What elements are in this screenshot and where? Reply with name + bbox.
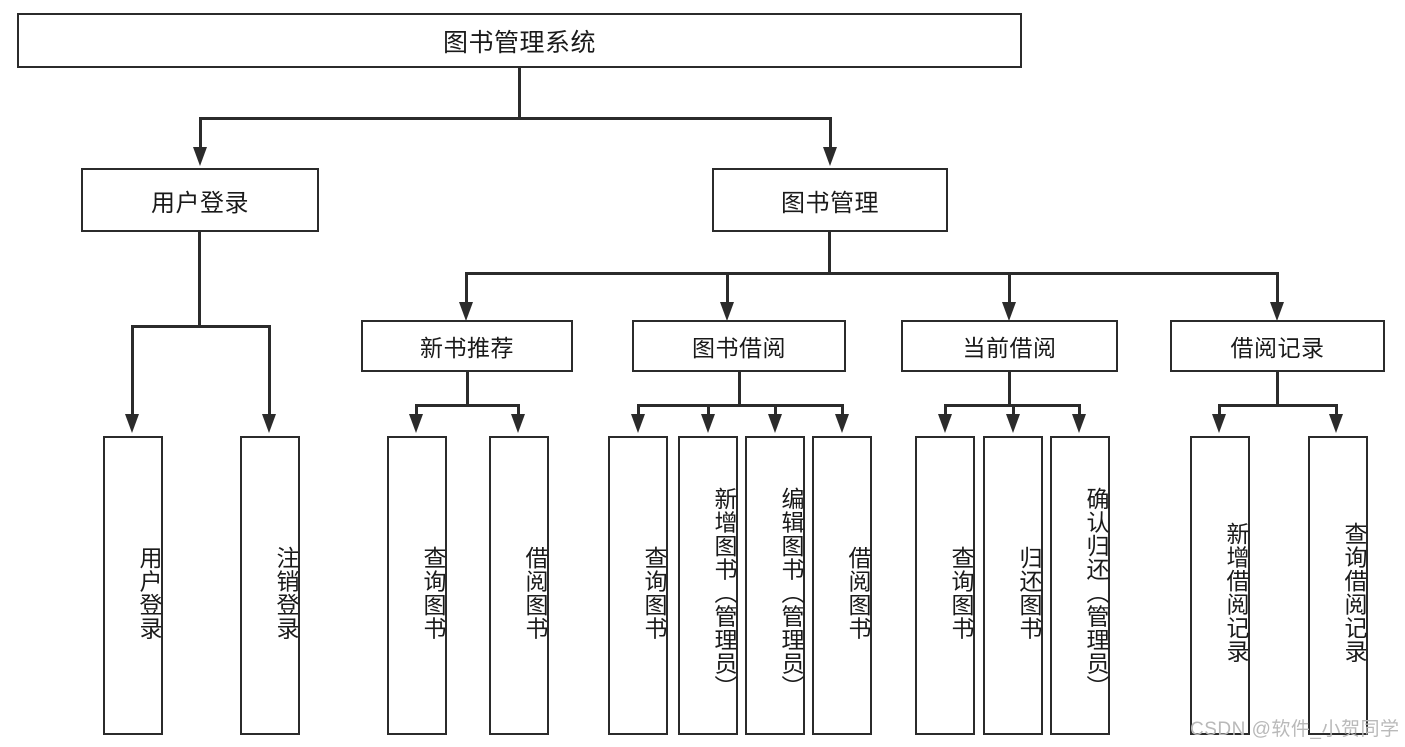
arrow-leaf-user-login: [125, 414, 139, 433]
edge-root-bus: [199, 117, 832, 120]
leaf-borrow-book-recommend[interactable]: 借阅图书: [489, 436, 549, 735]
edge-drop-bb-query: [637, 404, 640, 417]
node-label: 用户登录: [151, 189, 249, 217]
edge-drop-br-query: [1335, 404, 1338, 417]
arrow-leaf-logout: [262, 414, 276, 433]
edge-book-management-bus: [465, 272, 1279, 275]
node-new-book-recommend[interactable]: 新书推荐: [361, 320, 573, 372]
edge-new-book-stem: [466, 372, 469, 406]
arrow-bb-query: [631, 414, 645, 433]
node-label: 借阅图书: [845, 545, 871, 640]
edge-current-borrow-stem: [1008, 372, 1011, 406]
node-label: 查询图书: [420, 545, 446, 640]
leaf-return-book[interactable]: 归还图书: [983, 436, 1043, 735]
edge-drop-nb-query: [415, 404, 418, 417]
edge-drop-nb-borrow: [517, 404, 520, 417]
node-label: 当前借阅: [962, 335, 1057, 361]
arrow-cb-confirm: [1072, 414, 1086, 433]
leaf-user-login[interactable]: 用户登录: [103, 436, 163, 735]
edge-user-login-stem: [198, 232, 201, 327]
arrow-nb-query: [409, 414, 423, 433]
node-current-borrow[interactable]: 当前借阅: [901, 320, 1118, 372]
arrow-cb-return: [1006, 414, 1020, 433]
node-label: 借阅记录: [1230, 335, 1325, 361]
leaf-query-book-recommend[interactable]: 查询图书: [387, 436, 447, 735]
node-label: 图书借阅: [692, 335, 786, 361]
node-user-login[interactable]: 用户登录: [81, 168, 319, 232]
leaf-query-borrow-record[interactable]: 查询借阅记录: [1308, 436, 1368, 735]
leaf-edit-book-admin[interactable]: 编辑图书（管理员）: [745, 436, 805, 735]
edge-book-management-stem: [828, 232, 831, 274]
node-label: 编辑图书（管理员）: [778, 486, 804, 699]
edge-drop-bb-edit: [774, 404, 777, 417]
arrow-br-query: [1329, 414, 1343, 433]
edge-drop-bb-borrow: [841, 404, 844, 417]
leaf-query-book-current[interactable]: 查询图书: [915, 436, 975, 735]
node-label: 图书管理系统: [442, 28, 596, 57]
node-label: 归还图书: [1016, 545, 1042, 640]
edge-drop-book-borrow: [726, 272, 729, 304]
arrow-bb-edit: [768, 414, 782, 433]
node-label: 查询图书: [641, 545, 667, 640]
node-label: 新书推荐: [420, 335, 514, 361]
node-borrow-records[interactable]: 借阅记录: [1170, 320, 1385, 372]
node-root-book-management-system[interactable]: 图书管理系统: [17, 13, 1022, 68]
edge-drop-new-book: [465, 272, 468, 304]
edge-drop-br-add: [1218, 404, 1221, 417]
edge-drop-leaf-user-login: [131, 325, 134, 417]
edge-drop-current-borrow: [1008, 272, 1011, 304]
leaf-borrow-book[interactable]: 借阅图书: [812, 436, 872, 735]
edge-drop-leaf-logout: [268, 325, 271, 417]
edge-drop-cb-return: [1012, 404, 1015, 417]
node-label: 图书管理: [781, 189, 879, 217]
edge-drop-cb-confirm: [1078, 404, 1081, 417]
leaf-logout[interactable]: 注销登录: [240, 436, 300, 735]
node-book-management[interactable]: 图书管理: [712, 168, 948, 232]
arrow-current-borrow: [1002, 302, 1016, 321]
edge-drop-bb-add: [707, 404, 710, 417]
arrow-cb-query: [938, 414, 952, 433]
arrow-user-login: [193, 147, 207, 166]
node-label: 借阅图书: [522, 545, 548, 640]
arrow-book-management: [823, 147, 837, 166]
edge-book-borrow-bus: [637, 404, 843, 407]
leaf-add-book-admin[interactable]: 新增图书（管理员）: [678, 436, 738, 735]
arrow-bb-borrow: [835, 414, 849, 433]
arrow-book-borrow: [720, 302, 734, 321]
arrow-borrow-records: [1270, 302, 1284, 321]
node-label: 确认归还（管理员）: [1083, 486, 1109, 699]
leaf-add-borrow-record[interactable]: 新增借阅记录: [1190, 436, 1250, 735]
edge-root-stem: [518, 68, 521, 117]
edge-book-borrow-stem: [738, 372, 741, 406]
edge-drop-cb-query: [944, 404, 947, 417]
edge-drop-book-management: [829, 117, 832, 149]
arrow-bb-add: [701, 414, 715, 433]
node-label: 新增借阅记录: [1223, 522, 1249, 663]
arrow-br-add: [1212, 414, 1226, 433]
node-book-borrow[interactable]: 图书借阅: [632, 320, 846, 372]
edge-user-login-bus: [131, 325, 270, 328]
node-label: 用户登录: [136, 545, 162, 640]
edge-new-book-bus: [415, 404, 520, 407]
leaf-confirm-return-admin[interactable]: 确认归还（管理员）: [1050, 436, 1110, 735]
arrow-new-book: [459, 302, 473, 321]
node-label: 查询图书: [948, 545, 974, 640]
edge-borrow-records-stem: [1276, 372, 1279, 406]
arrow-nb-borrow: [511, 414, 525, 433]
edge-borrow-records-bus: [1218, 404, 1338, 407]
node-label: 新增图书（管理员）: [711, 486, 737, 699]
edge-drop-borrow-records: [1276, 272, 1279, 304]
node-label: 查询借阅记录: [1341, 522, 1367, 663]
leaf-query-book-borrow[interactable]: 查询图书: [608, 436, 668, 735]
edge-drop-user-login: [199, 117, 202, 149]
node-label: 注销登录: [273, 545, 299, 640]
